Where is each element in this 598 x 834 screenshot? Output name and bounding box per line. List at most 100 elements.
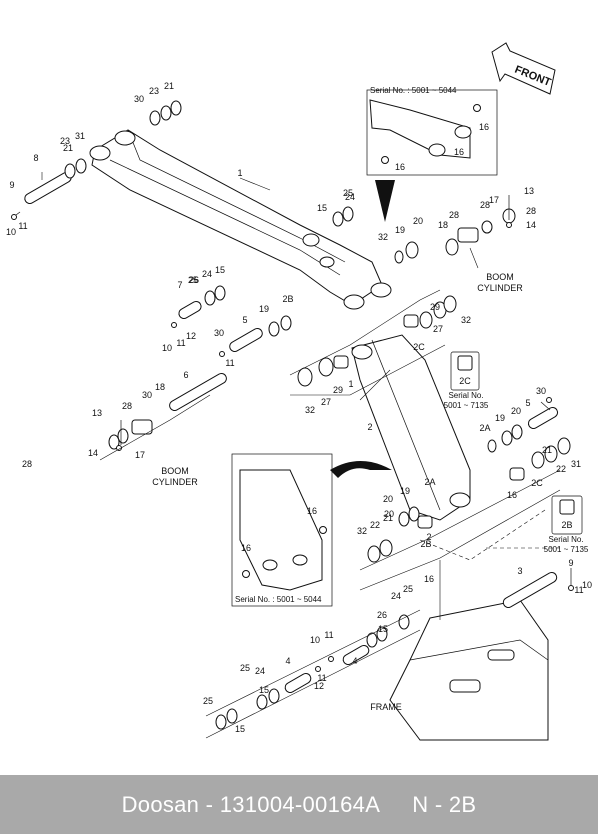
part-label: 17 [135,450,145,460]
part-label: 20 [413,216,423,226]
part-label: 26 [377,610,387,620]
frame-body [389,599,549,741]
boom-cylinder-right-line2: CYLINDER [477,283,523,293]
frame-label: FRAME [370,702,402,712]
footer-separator: - [199,791,220,817]
part-label: 9 [9,180,14,190]
part-label: 2B [420,539,431,549]
serial-top-label: Serial No. : 5001 ~ 5044 [370,86,457,95]
part-label: 25 [203,696,213,706]
part-label: 29 [333,385,343,395]
part-label: 14 [88,448,98,458]
part-label: 16 [507,490,517,500]
washers [64,100,571,730]
part-label: 10 [6,227,16,237]
part-label: 24 [345,192,355,202]
part-label: 32 [305,405,315,415]
part-label: 16 [241,543,251,553]
pins [24,172,559,693]
part-label: 24 [391,591,401,601]
part-label: 23 [149,86,159,96]
part-label: 7 [177,280,182,290]
part-label: 19 [400,486,410,496]
part-label: 24 [255,666,265,676]
boom-cylinder-left-line2: CYLINDER [152,477,198,487]
part-label: 15 [378,624,388,634]
part-label: 14 [526,220,536,230]
part-label: 20 [511,406,521,416]
part-label: 13 [524,186,534,196]
part-label: 30 [214,328,224,338]
part-label: 25 [403,584,413,594]
part-label: 1 [237,168,242,178]
part-label: 27 [321,397,331,407]
part-label: 12 [314,681,324,691]
part-label: 15 [215,265,225,275]
part-label: 2A [424,477,435,487]
detail-box-2b-label: 2C [459,376,471,386]
detail-box-2b: 2C [450,351,480,391]
part-label: 5 [242,315,247,325]
leader-lines [41,172,561,739]
part-label: 20 [384,509,394,519]
part-label: 19 [259,304,269,314]
part-label: 30 [134,94,144,104]
front-direction-arrow: FRONT [491,42,556,95]
part-label: 11 [18,221,27,231]
part-label: 16 [479,122,489,132]
part-label: 15 [317,203,327,213]
part-label: 22 [556,464,566,474]
part-label: 11 [574,585,583,595]
part-label: 21 [383,513,393,523]
part-label: 17 [489,195,499,205]
part-label: 18 [155,382,165,392]
part-label: 8 [33,153,38,163]
footer-gap [380,792,412,818]
part-label: 20 [383,494,393,504]
part-label: 25 [188,275,198,285]
part-label: 2A [479,423,490,433]
part-label: 27 [433,324,443,334]
part-label: 18 [438,220,448,230]
part-label: 28 [480,200,490,210]
part-label: 16 [424,574,434,584]
part-label: 30 [536,386,546,396]
part-label: 32 [357,526,367,536]
part-label: 1 [348,379,353,389]
part-label: 25 [343,188,353,198]
mid-serial-inset [231,453,392,607]
part-label: 28 [449,210,459,220]
part-label: 6 [183,370,188,380]
boom-cylinder-left-line1: BOOM [161,466,189,476]
part-label: 21 [164,81,174,91]
footer-part-number: 131004-00164A [219,791,381,817]
part-label: 21 [63,143,73,153]
part-label: 23 [60,136,70,146]
part-label: 2C [413,342,425,352]
part-label: 5 [525,398,530,408]
part-label: 16 [395,162,405,172]
part-label: 24 [202,269,212,279]
detail-box-2a: 2B [551,495,583,535]
part-label: 30 [142,390,152,400]
serial-mid-label: Serial No. : 5001 ~ 5044 [235,595,322,604]
part-label: 32 [461,315,471,325]
part-label: 31 [571,459,581,469]
part-label: 19 [395,225,405,235]
part-label: 26 [189,275,199,285]
part-label: 25 [240,663,250,673]
part-label: 28 [22,459,32,469]
serial-2b-line1: Serial No. [448,391,483,400]
part-label: 2B [282,294,293,304]
part-label: 10 [310,635,320,645]
part-label: 10 [582,580,592,590]
part-label: 2 [367,422,372,432]
part-label: 11 [176,338,185,348]
part-label: 2C [531,478,543,488]
footer-brand: Doosan [121,791,200,817]
part-label: 13 [92,408,102,418]
bolts [11,195,574,672]
part-label: 3 [517,566,522,576]
part-label: 15 [259,685,269,695]
